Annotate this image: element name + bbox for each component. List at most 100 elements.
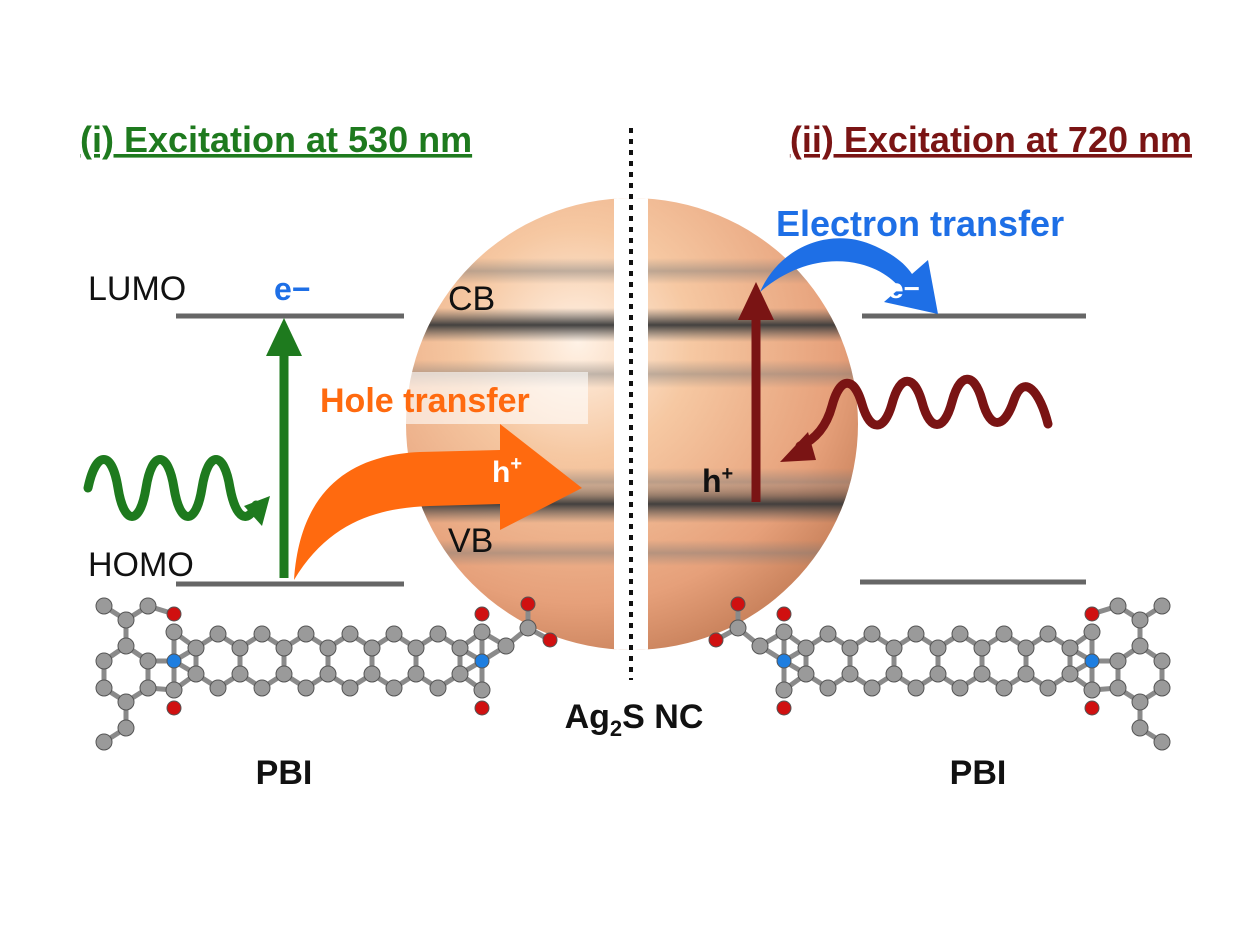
molecule-atom: [117, 611, 135, 629]
molecule-atom: [1061, 665, 1079, 683]
molecule-atom: [1131, 637, 1149, 655]
molecule-atom: [407, 665, 425, 683]
molecule-atom: [1109, 597, 1127, 615]
molecule-atom: [995, 625, 1013, 643]
molecule-atom: [951, 679, 969, 697]
molecule-atom: [885, 639, 903, 657]
nanocrystal-label: Ag2S NC: [565, 698, 704, 741]
molecule-atom: [1131, 611, 1149, 629]
molecule-atom: [995, 679, 1013, 697]
molecule-atom: [473, 623, 491, 641]
molecule-atom: [474, 653, 490, 669]
hole-transfer-label-bg: [316, 372, 588, 424]
molecule-atom: [473, 681, 491, 699]
molecule-atom: [275, 665, 293, 683]
molecule-atom: [407, 639, 425, 657]
molecule-atom: [819, 625, 837, 643]
molecule-atom: [95, 679, 113, 697]
molecule-atom: [429, 625, 447, 643]
molecule-atom: [729, 619, 747, 637]
molecule-atom: [708, 632, 724, 648]
molecule-atom: [363, 639, 381, 657]
molecule-atom: [95, 652, 113, 670]
molecule-atom: [1084, 606, 1100, 622]
molecule-atom: [1153, 733, 1171, 751]
molecule-atom: [319, 639, 337, 657]
molecule-atom: [165, 623, 183, 641]
molecule-atom: [1039, 679, 1057, 697]
molecule-atom: [776, 700, 792, 716]
molecule-atom: [297, 625, 315, 643]
excitation-arrow-right: [738, 282, 774, 502]
molecule-atom: [776, 606, 792, 622]
molecule-atom: [341, 625, 359, 643]
pbi-label-right: PBI: [950, 754, 1007, 792]
molecule-atom: [775, 623, 793, 641]
molecule-atom: [187, 639, 205, 657]
molecule-atom: [385, 679, 403, 697]
hole-transfer-arrow: [294, 424, 582, 580]
molecule-atom: [1083, 623, 1101, 641]
vb-label: VB: [448, 522, 493, 560]
hole-transfer-label: Hole transfer: [320, 382, 530, 420]
molecule-atom: [451, 639, 469, 657]
molecule-atom: [117, 637, 135, 655]
molecule-atom: [253, 679, 271, 697]
molecule-atom: [474, 700, 490, 716]
molecule-atom: [775, 681, 793, 699]
molecule-atom: [1061, 639, 1079, 657]
molecule-atom: [95, 597, 113, 615]
molecule-atom: [819, 679, 837, 697]
photon-wave-left: [83, 455, 270, 526]
molecule-atom: [907, 625, 925, 643]
pbi-label-left: PBI: [256, 754, 313, 792]
excitation-arrow-left: [266, 318, 302, 578]
molecule-atom: [841, 639, 859, 657]
molecule-atom: [1131, 693, 1149, 711]
molecule-atom: [209, 679, 227, 697]
left-header: (i) Excitation at 530 nm: [80, 119, 472, 160]
electron-transfer-arrow: [760, 238, 938, 314]
molecule-atom: [231, 665, 249, 683]
molecule-atom: [929, 665, 947, 683]
molecule-atom: [1153, 679, 1171, 697]
molecule-atom: [776, 653, 792, 669]
pbi-molecule-right: [708, 596, 1171, 751]
electron-label-left: e−: [274, 271, 310, 307]
molecule-atom: [139, 597, 157, 615]
molecule-atom: [117, 693, 135, 711]
molecule-atom: [231, 639, 249, 657]
hole-label-left: h+: [492, 453, 522, 489]
molecule-atom: [139, 679, 157, 697]
molecule-atom: [166, 606, 182, 622]
molecule-atom: [165, 681, 183, 699]
molecule-atom: [166, 700, 182, 716]
molecule-atom: [275, 639, 293, 657]
molecule-atom: [751, 637, 769, 655]
molecule-atom: [166, 653, 182, 669]
molecule-atom: [907, 679, 925, 697]
molecule-atom: [385, 625, 403, 643]
molecule-atom: [319, 665, 337, 683]
electron-label-right: e−: [888, 273, 920, 304]
right-header: (ii) Excitation at 720 nm: [790, 119, 1192, 160]
molecule-atom: [474, 606, 490, 622]
cb-label: CB: [448, 280, 495, 318]
molecule-atom: [951, 625, 969, 643]
molecule-atom: [209, 625, 227, 643]
lumo-label: LUMO: [88, 270, 186, 308]
molecule-atom: [1039, 625, 1057, 643]
molecule-atom: [730, 596, 746, 612]
molecule-atom: [1109, 652, 1127, 670]
molecule-atom: [1084, 653, 1100, 669]
molecule-atom: [929, 639, 947, 657]
molecule-atom: [117, 719, 135, 737]
molecule-atom: [253, 625, 271, 643]
molecule-atom: [139, 652, 157, 670]
molecule-atom: [1083, 681, 1101, 699]
molecule-atom: [841, 665, 859, 683]
molecule-atom: [520, 596, 536, 612]
molecule-atom: [973, 639, 991, 657]
molecule-atom: [1131, 719, 1149, 737]
